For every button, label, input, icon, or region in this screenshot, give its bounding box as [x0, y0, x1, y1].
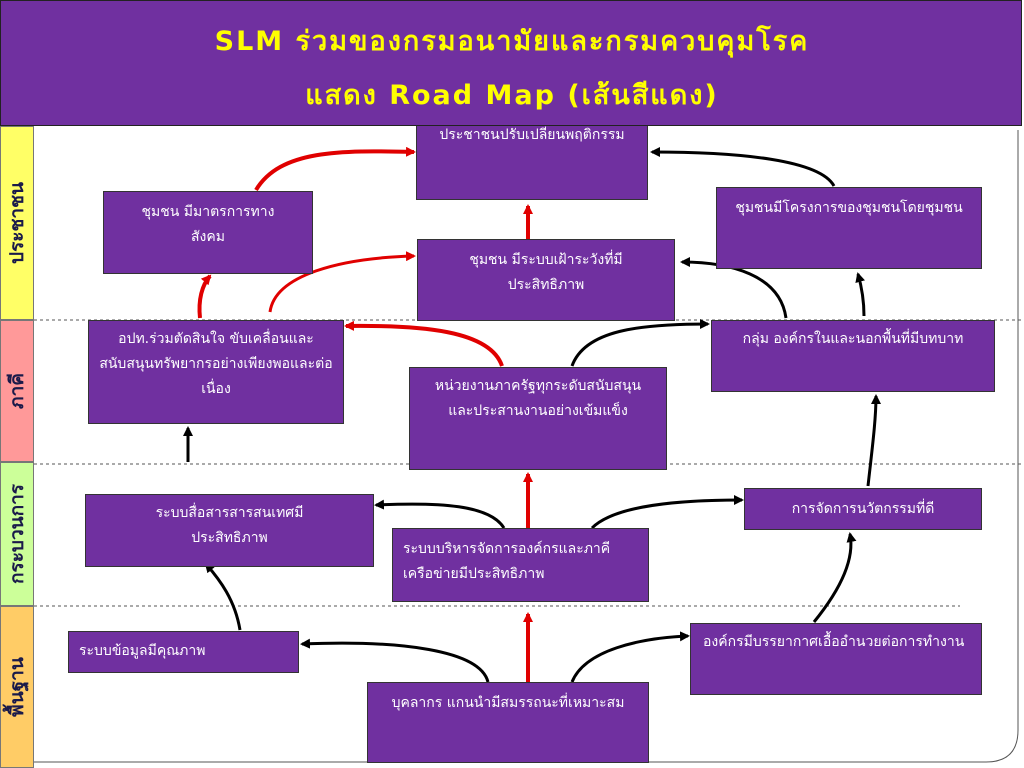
box-innovation-management: การจัดการนวัตกรรมที่ดี: [744, 488, 982, 530]
arrow-black-7: [590, 495, 744, 530]
box-local-government: อปท.ร่วมตัดสินใจ ขับเคลื่อนและสนับสนุนทร…: [88, 320, 344, 424]
band-partners: ภาคี: [0, 320, 34, 462]
arrow-black-12: [650, 147, 836, 187]
band-process: กระบวนการ: [0, 462, 34, 606]
box-groups-organizations: กลุ่ม องค์กรในและนอกพื้นที่มีบทบาท: [711, 320, 995, 392]
header-banner: SLM ร่วมของกรมอนามัยและกรมควบคุมโรค แสดง…: [0, 0, 1022, 126]
band-foundation-label: พื้นฐาน: [6, 657, 28, 717]
box-communication-system: ระบบสื่อสารสารสนเทศมีประสิทธิภาพ: [85, 494, 374, 567]
arrow-black-3: [300, 638, 490, 683]
arrow-black-6: [374, 499, 506, 529]
box-community-projects: ชุมชนมีโครงการของชุมชนโดยชุมชน: [716, 187, 982, 269]
box-work-environment: องค์กรมีบรรยากาศเอื้ออำนวยต่อการทำงาน: [690, 623, 982, 695]
arrow-black-2: [204, 562, 242, 631]
page-title-line2: แสดง Road Map (เส้นสีแดง): [305, 80, 719, 111]
band-foundation: พื้นฐาน: [0, 606, 34, 768]
box-organization-management: ระบบบริหารจัดการองค์กรและภาคีเครือข่ายมี…: [392, 528, 649, 602]
arrow-red-2: [197, 274, 212, 319]
arrow-black-9: [570, 319, 710, 367]
box-community-surveillance: ชุมชน มีระบบเฝ้าระวังที่มีประสิทธิภาพ: [417, 239, 675, 321]
arrow-red-1: [254, 146, 416, 192]
band-partners-label: ภาคี: [6, 373, 28, 409]
box-people-behavior-change: ประชาชนปรับเปลี่ยนพฤติกรรม: [416, 112, 648, 200]
band-people-label: ประชาชน: [6, 182, 28, 264]
arrow-red-3: [268, 251, 416, 313]
arrow-black-5: [812, 532, 857, 623]
arrow-black-4: [570, 631, 690, 683]
box-quality-data: ระบบข้อมูลมีคุณภาพ: [68, 631, 299, 673]
frame-right-edge: [34, 130, 1019, 763]
page-title-line1: SLM ร่วมของกรมอนามัยและกรมควบคุมโรค: [214, 26, 810, 57]
band-people: ประชาชน: [0, 126, 34, 320]
box-personnel-competency: บุคลากร แกนนำมีสมรรถนะที่เหมาะสม: [367, 682, 649, 763]
box-government-agencies: หน่วยงานภาครัฐทุกระดับสนับสนุนและประสานง…: [409, 367, 667, 470]
arrow-red-5: [344, 320, 504, 367]
arrow-black-8: [866, 394, 881, 487]
band-process-label: กระบวนการ: [6, 483, 28, 585]
box-community-social-measures: ชุมชน มีมาตรการทางสังคม: [103, 191, 313, 274]
arrow-black-10: [680, 257, 788, 319]
arrow-black-11: [855, 272, 866, 317]
